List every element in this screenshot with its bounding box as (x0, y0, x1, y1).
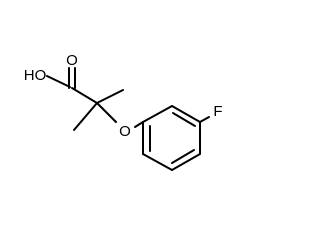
atom-label-fluorine: F (213, 103, 222, 120)
atom-label-ether-oxygen: O (119, 123, 131, 140)
structure-canvas: O HO O F (24, 52, 223, 171)
bonds (46, 67, 210, 171)
ring-bond-5 (142, 153, 173, 171)
ring-bond-2 (171, 105, 201, 123)
ring-bond-1 (142, 105, 173, 123)
atom-label-carbonyl-oxygen: O (66, 52, 78, 69)
atom-label-hydroxyl: HO (24, 67, 47, 84)
bond-o-ring (134, 121, 144, 128)
ring-double-1 (172, 112, 196, 127)
bond-c-f (199, 116, 210, 123)
atom-labels: O HO O F (24, 52, 223, 140)
bond-c-o-ether (96, 102, 117, 123)
bond-c-oh (46, 75, 71, 88)
bond-c-c-quaternary (71, 87, 98, 104)
ring-double-2 (171, 149, 195, 164)
bond-methyl-1 (73, 102, 98, 131)
ring-bond-4 (171, 153, 201, 171)
bond-methyl-2 (96, 89, 124, 104)
benzene-ring (142, 105, 201, 171)
molecule-diagram: O HO O F (24, 52, 223, 171)
